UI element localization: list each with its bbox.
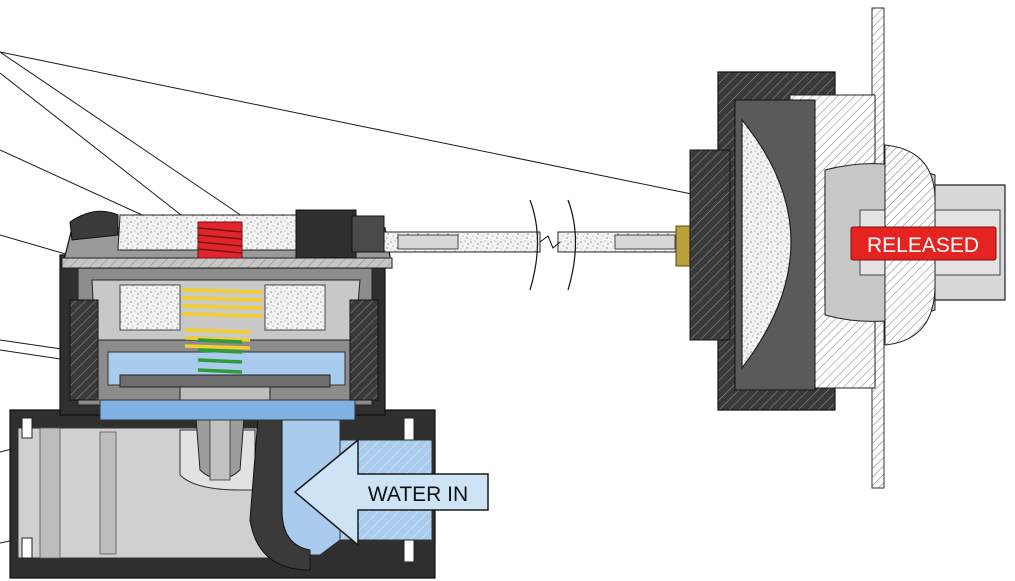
released-badge: RELEASED	[850, 226, 997, 261]
leader-line-1	[0, 51, 246, 219]
water-in-arrow: WATER IN	[293, 438, 489, 547]
water-in-label: WATER IN	[368, 483, 468, 506]
spring-red	[197, 221, 243, 259]
leader-line-2	[0, 72, 191, 223]
spring-yellow	[181, 288, 263, 350]
leader-line-3	[0, 51, 751, 207]
cable-tube	[295, 199, 699, 291]
released-label: RELEASED	[867, 234, 979, 257]
spring-green	[197, 338, 243, 374]
